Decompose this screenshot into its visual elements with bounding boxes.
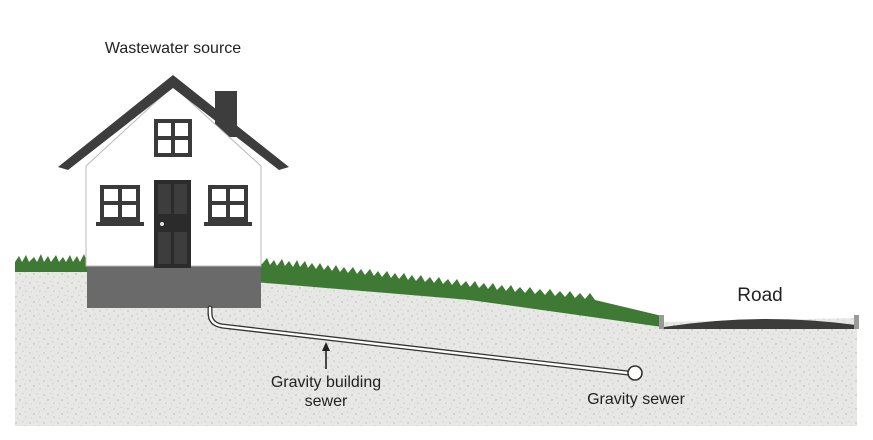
- label-road: Road: [737, 285, 782, 306]
- label-building-sewer-line2: sewer: [305, 393, 348, 410]
- left-window: [96, 185, 144, 226]
- label-gravity-sewer: Gravity sewer: [587, 391, 685, 408]
- attic-window: [154, 119, 192, 157]
- road-curb-left: [659, 315, 664, 329]
- right-window: [204, 185, 252, 226]
- road: [659, 315, 859, 329]
- pointer-arrow: [322, 342, 330, 369]
- door: [154, 180, 191, 268]
- road-curb-right: [854, 315, 859, 329]
- label-building-sewer-line1: Gravity building: [271, 374, 381, 391]
- house-icon: [58, 75, 289, 268]
- door-knob: [160, 222, 164, 226]
- building-sewer-pipe: [207, 305, 631, 376]
- house-foundation: [87, 266, 261, 308]
- pipe-cross-section-icon: [627, 365, 643, 381]
- road-surface: [664, 318, 856, 329]
- label-wastewater-source: Wastewater source: [105, 40, 241, 57]
